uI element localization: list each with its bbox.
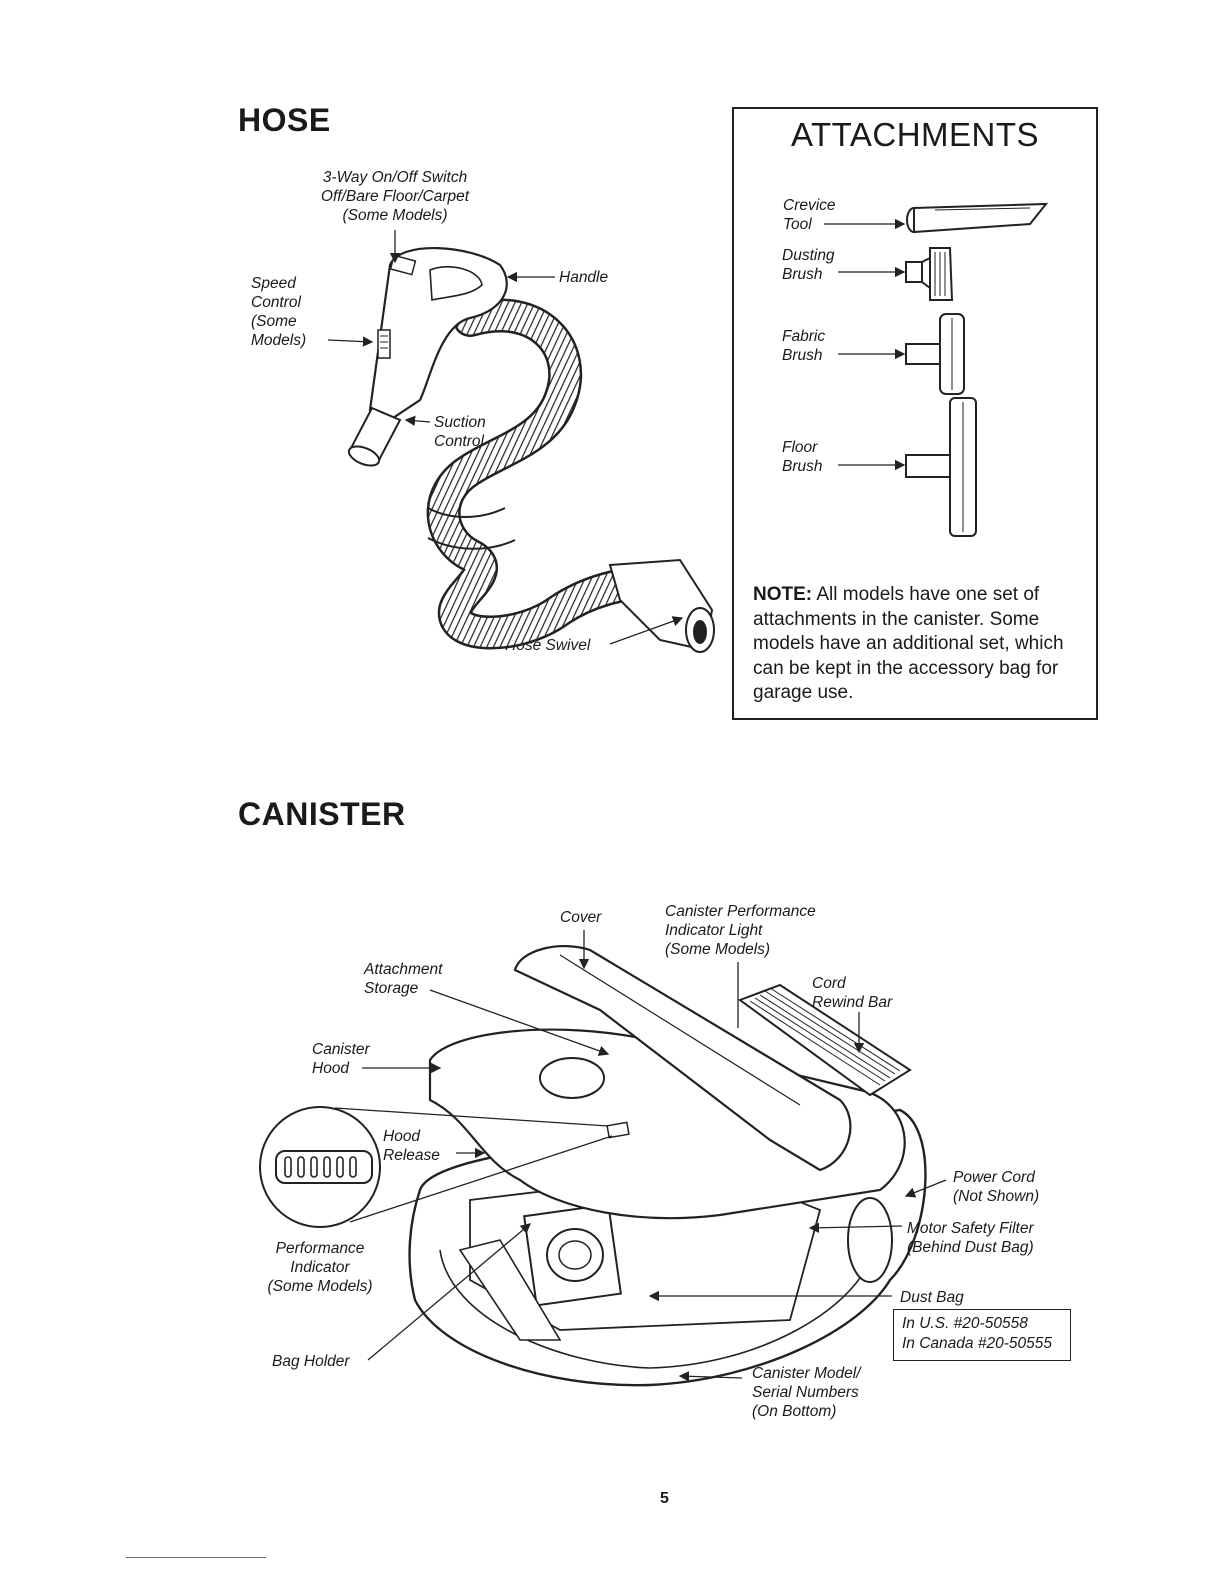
attachments-note: NOTE: All models have one set of attachm…	[753, 584, 1064, 703]
canister-heading: CANISTER	[238, 796, 406, 832]
attachments-heading: ATTACHMENTS	[790, 116, 1040, 153]
footer-rule	[126, 1557, 266, 1558]
page-number: 5	[660, 1490, 669, 1507]
fabric-brush-icon	[838, 313, 965, 395]
power-cord-label: Power Cord(Not Shown)	[953, 1169, 1040, 1205]
floor-brush-icon	[838, 397, 977, 537]
handle-label: Handle	[559, 269, 609, 286]
motor-filter-label: Motor Safety Filter(Behind Dust Bag)	[907, 1220, 1034, 1256]
dust-bag-label: Dust Bag	[900, 1289, 964, 1306]
switch-label: 3-Way On/Off Switch Off/Bare Floor/Carpe…	[320, 169, 470, 224]
dusting-brush-icon	[838, 247, 954, 301]
attachments-box	[732, 107, 1098, 720]
suction-control-label: Suction Control	[434, 414, 486, 450]
cover-label: Cover	[560, 909, 602, 926]
hose-heading: HOSE	[238, 102, 331, 138]
speed-control-label: Speed Control (Some Models)	[251, 275, 307, 349]
crevice-tool-icon	[824, 202, 1049, 234]
bag-holder-label: Bag Holder	[272, 1353, 350, 1370]
model-serial-label: Canister Model/Serial Numbers(On Bottom)	[752, 1365, 861, 1420]
